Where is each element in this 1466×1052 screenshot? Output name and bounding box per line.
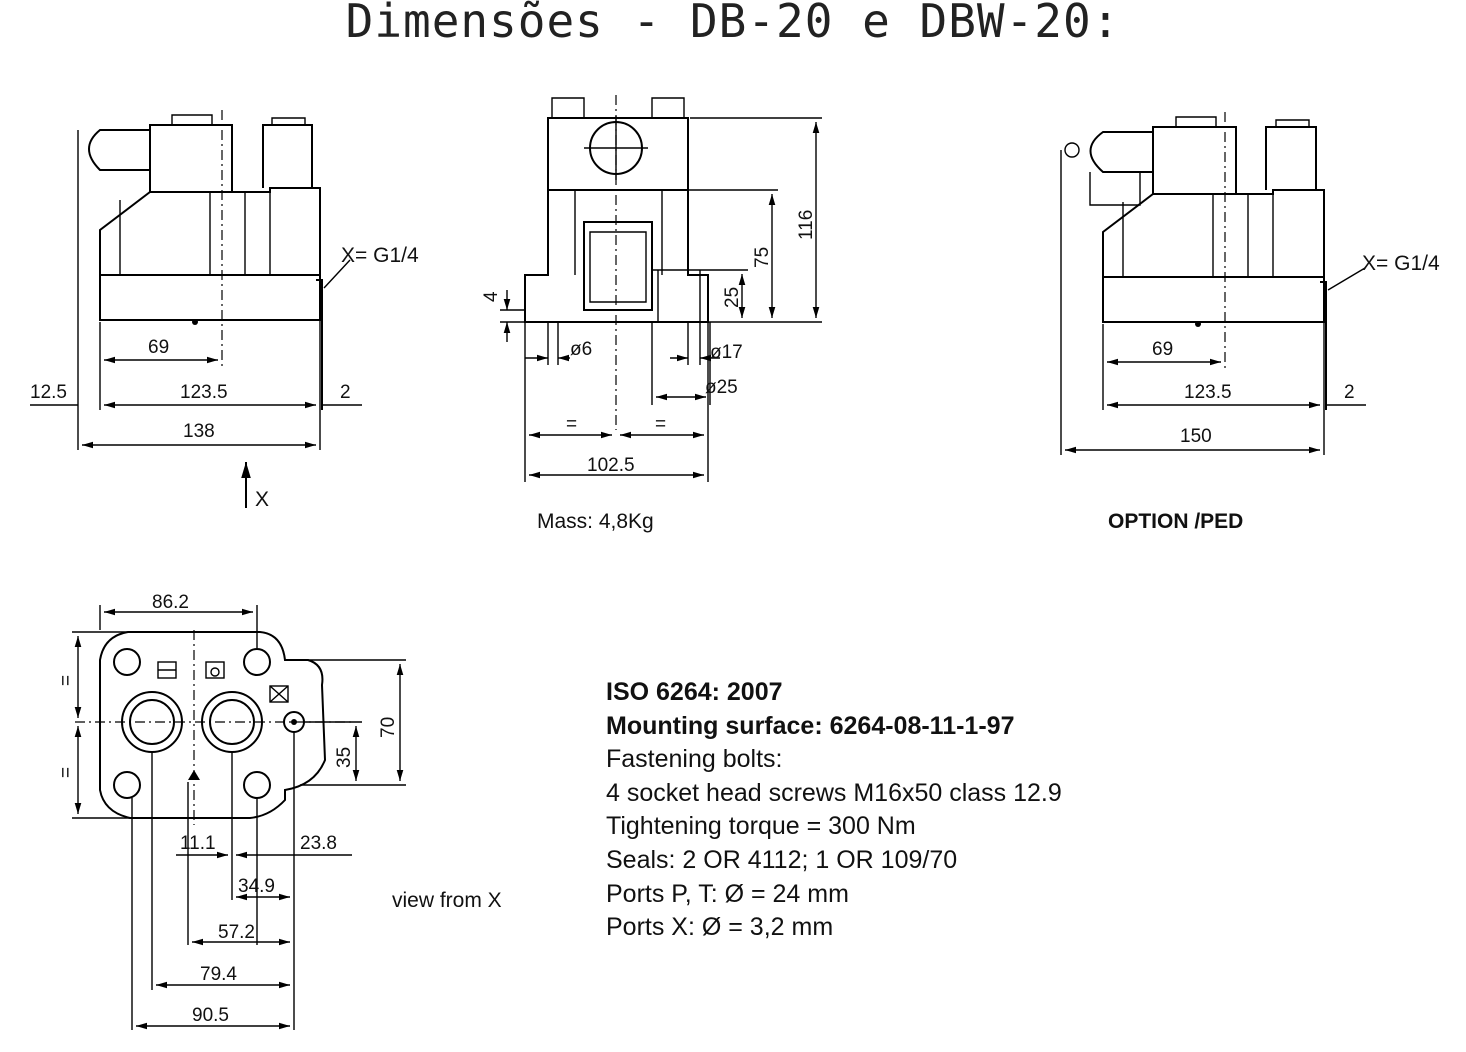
bottom-view-outline bbox=[75, 630, 355, 825]
front-dim-25: 25 bbox=[722, 287, 743, 308]
side-view-outline bbox=[88, 110, 323, 410]
option-dim-123-5: 123.5 bbox=[1184, 382, 1232, 403]
option-view: X= G1/4 69 123.5 2 150 OPTION /PED bbox=[1060, 112, 1440, 533]
front-view-outline bbox=[524, 95, 709, 430]
side-dim-2: 2 bbox=[340, 382, 351, 403]
spec-block: ISO 6264: 2007 Mounting surface: 6264-08… bbox=[606, 676, 1062, 945]
bottom-dim-90-5: 90.5 bbox=[192, 1005, 229, 1026]
front-dim-4: 4 bbox=[481, 291, 502, 302]
bottom-dim-23-8: 23.8 bbox=[300, 833, 337, 854]
bottom-dim-11-1: 11.1 bbox=[180, 833, 216, 854]
spec-ports-pt: Ports P, T: Ø = 24 mm bbox=[606, 879, 849, 908]
bottom-dim-equal-top: = bbox=[56, 675, 77, 686]
bottom-dim-equal-bottom: = bbox=[56, 767, 77, 778]
front-view: 4 116 75 25 ø6 ø17 ø25 = = 102.5 Mass: 4… bbox=[481, 95, 822, 533]
front-dim-equal-left: = bbox=[566, 414, 577, 435]
side-port-label: X= G1/4 bbox=[341, 244, 419, 267]
option-dim-150: 150 bbox=[1180, 426, 1212, 447]
bottom-view-dimensions bbox=[72, 605, 406, 1030]
bottom-dim-79-4: 79.4 bbox=[200, 964, 237, 985]
side-dim-123-5: 123.5 bbox=[180, 382, 228, 403]
spec-mounting-surface: Mounting surface: 6264-08-11-1-97 bbox=[606, 711, 1015, 740]
side-dim-138: 138 bbox=[183, 421, 215, 442]
side-view: X= G1/4 69 12.5 123.5 2 138 X bbox=[30, 110, 419, 511]
front-mass-label: Mass: 4,8Kg bbox=[537, 510, 654, 533]
spec-seals: Seals: 2 OR 4112; 1 OR 109/70 bbox=[606, 845, 958, 874]
option-dim-2: 2 bbox=[1344, 382, 1355, 403]
bottom-dim-34-9: 34.9 bbox=[238, 876, 275, 897]
option-view-outline bbox=[1064, 112, 1327, 410]
spec-screws: 4 socket head screws M16x50 class 12.9 bbox=[606, 778, 1062, 807]
option-port-label: X= G1/4 bbox=[1362, 252, 1440, 275]
bottom-dim-35: 35 bbox=[334, 747, 355, 768]
bottom-dim-70: 70 bbox=[378, 717, 399, 738]
option-dim-69: 69 bbox=[1152, 339, 1173, 360]
spec-ports-x: Ports X: Ø = 3,2 mm bbox=[606, 913, 834, 942]
front-dim-o17: ø17 bbox=[710, 342, 743, 363]
option-view-dimensions bbox=[1060, 150, 1366, 455]
bottom-dim-57-2: 57.2 bbox=[218, 922, 255, 943]
side-arrow-label: X bbox=[255, 488, 269, 511]
bottom-dim-86-2: 86.2 bbox=[152, 592, 189, 613]
front-dim-equal-right: = bbox=[655, 414, 666, 435]
side-dim-12-5: 12.5 bbox=[30, 382, 67, 403]
spec-iso: ISO 6264: 2007 bbox=[606, 678, 783, 706]
front-dim-75: 75 bbox=[752, 247, 773, 268]
spec-fastening-bolts: Fastening bolts: bbox=[606, 745, 783, 774]
page-title: Dimensões - DB-20 e DBW-20: bbox=[345, 0, 1121, 48]
spec-tightening-torque: Tightening torque = 300 Nm bbox=[606, 812, 916, 841]
bottom-view-caption: view from X bbox=[392, 889, 502, 912]
side-dim-69: 69 bbox=[148, 337, 169, 358]
bottom-view: 86.2 = = 70 35 11.1 23.8 34.9 57.2 79.4 … bbox=[56, 592, 502, 1030]
front-dim-o25: ø25 bbox=[705, 377, 738, 398]
option-caption: OPTION /PED bbox=[1108, 510, 1243, 533]
side-view-dimensions bbox=[30, 130, 362, 508]
front-dim-116: 116 bbox=[796, 210, 817, 240]
front-view-dimensions bbox=[500, 117, 822, 482]
front-dim-102-5: 102.5 bbox=[587, 455, 635, 476]
front-dim-o6: ø6 bbox=[570, 339, 592, 360]
